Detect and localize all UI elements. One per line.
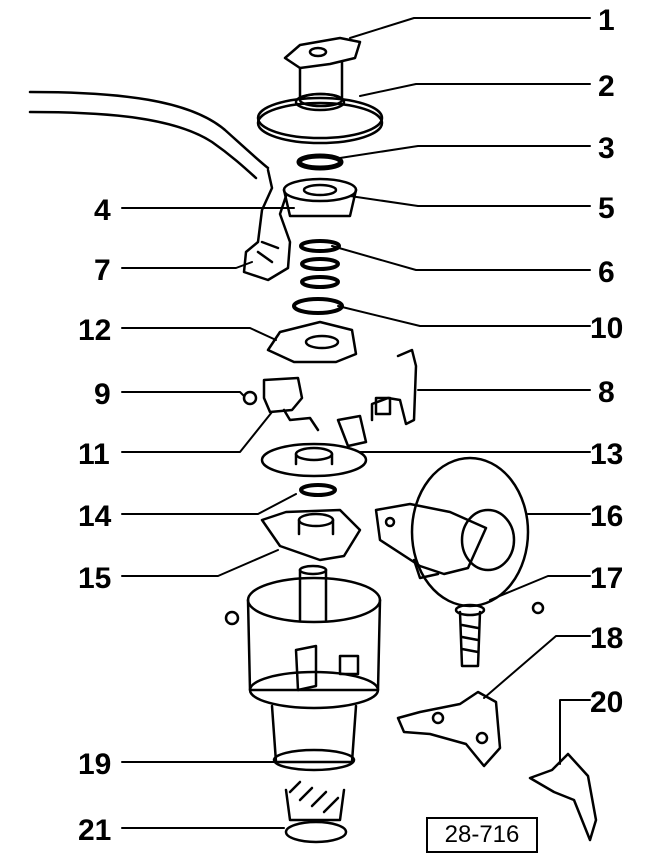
- callout-18: 18: [590, 622, 623, 655]
- clip-part-8: [370, 348, 418, 426]
- figure-reference-number: 28-716: [426, 817, 538, 853]
- advance-plate-part: [260, 508, 362, 562]
- callout-13: 13: [590, 438, 623, 471]
- nut-part-9: [242, 390, 258, 406]
- weight-part-18: [396, 690, 502, 768]
- callout-7: 7: [94, 254, 111, 287]
- vacuum-hose: [28, 90, 270, 180]
- drive-shaft-part: [270, 704, 358, 822]
- vacuum-unit-part: [374, 456, 530, 608]
- ring-part-14: [299, 483, 337, 497]
- callout-17: 17: [590, 562, 623, 595]
- rotor-part: [283, 36, 362, 108]
- callout-21: 21: [78, 814, 111, 847]
- screw-part-17: [454, 601, 545, 668]
- callout-11: 11: [78, 438, 110, 471]
- callout-14: 14: [78, 500, 112, 533]
- leader-lines: [121, 17, 591, 829]
- plate-part-13: [260, 414, 368, 478]
- callout-labels: 1 2 3 4 5 6 7 8 9 10 11 12 13 14 15 16 1…: [78, 4, 623, 847]
- dust-shield-part: [256, 92, 384, 145]
- callout-4: 4: [94, 194, 111, 227]
- callout-20: 20: [590, 686, 623, 719]
- callout-19: 19: [78, 748, 111, 781]
- connector-part: [242, 168, 292, 282]
- contact-bracket-part: [262, 376, 320, 432]
- ring-part-3: [296, 153, 344, 171]
- callout-1: 1: [598, 4, 615, 37]
- callout-3: 3: [598, 132, 615, 165]
- callout-8: 8: [598, 376, 615, 409]
- callout-15: 15: [78, 562, 111, 595]
- callout-2: 2: [598, 70, 615, 103]
- callout-9: 9: [94, 378, 111, 411]
- spring-clip-part: [528, 752, 598, 842]
- callout-16: 16: [590, 500, 623, 533]
- breaker-plate-part: [266, 320, 358, 364]
- washer-part-21: [284, 820, 348, 844]
- distributor-body: [224, 564, 382, 710]
- callout-12: 12: [78, 314, 111, 347]
- callout-10: 10: [590, 312, 623, 345]
- upper-housing-part: [282, 177, 358, 218]
- callout-6: 6: [598, 256, 615, 289]
- washer-stack: [292, 239, 344, 315]
- callout-5: 5: [598, 192, 615, 225]
